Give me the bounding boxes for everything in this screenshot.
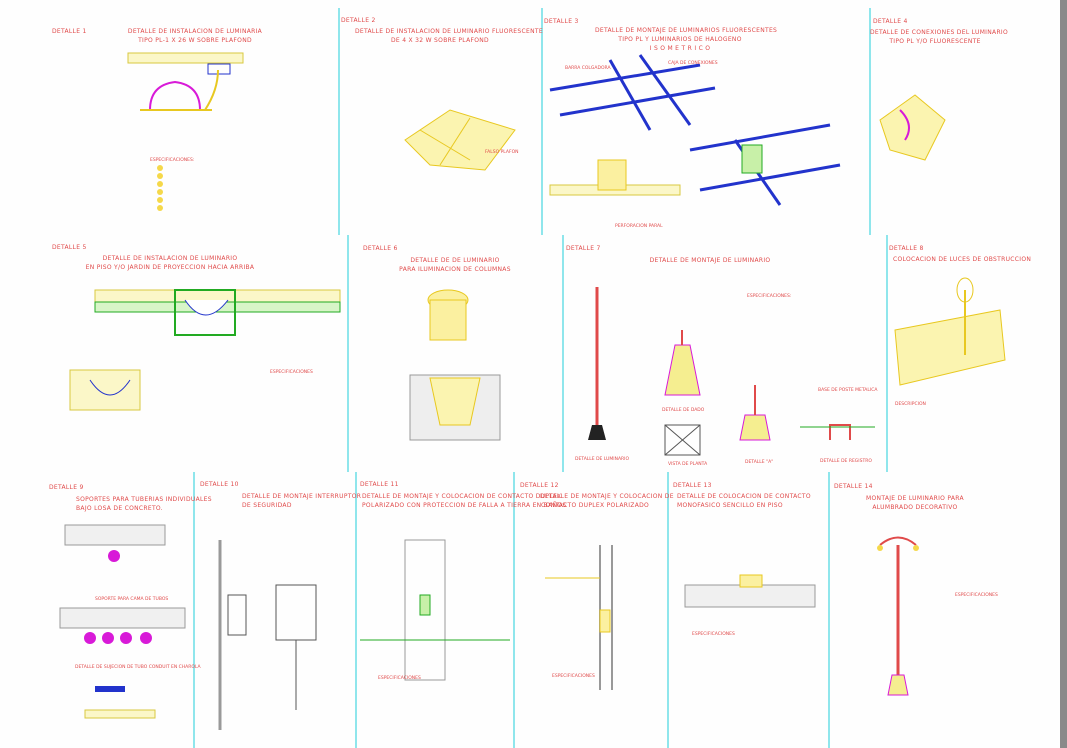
- detail-3-note: PERFORACION PARAL: [615, 224, 663, 229]
- detail-9-note: DETALLE DE SUJECION DE TUBO CONDUIT EN C…: [75, 665, 201, 670]
- panel-divider: [193, 472, 195, 748]
- detail-9-note: SOPORTE PARA CAMA DE TUBOS: [95, 597, 169, 602]
- detail-8-drawing: [894, 277, 1006, 386]
- detail-11-label: DETALLE 11: [360, 481, 399, 488]
- detail-10-drawing: [218, 540, 317, 730]
- detail-1-note: ESPECIFICACIONES:: [150, 158, 195, 163]
- detail-9-drawing: [59, 524, 186, 719]
- detail-11-note: ESPECIFICACIONES: [378, 676, 421, 681]
- detail-11-drawing: [360, 539, 510, 681]
- detail-3-label: DETALLE 3: [544, 18, 579, 25]
- detail-7-note: DETALLE "A": [745, 460, 774, 465]
- detail-7-note: DETALLE DE DADO: [662, 408, 705, 413]
- detail-7-note: ESPECIFICACIONES:: [747, 294, 792, 299]
- detail-1-drawing: [127, 52, 244, 211]
- detail-5-drawing: [69, 289, 341, 411]
- detail-12-label: DETALLE 12: [520, 482, 559, 489]
- detail-14-note: ESPECIFICACIONES: [955, 593, 998, 598]
- panel-divider: [541, 8, 543, 235]
- detail-3-note: BARRA COLGADORA: [565, 66, 611, 71]
- detail-7-drawing: [588, 287, 875, 456]
- detail-4-label: DETALLE 4: [873, 18, 908, 25]
- panel-divider: [562, 235, 564, 472]
- ceiling-slab: [127, 52, 244, 64]
- sheet-edge: [1060, 0, 1067, 748]
- panel-divider: [338, 8, 340, 235]
- detail-8-note: DESCRIPCION: [895, 402, 926, 407]
- panel-divider: [828, 472, 830, 748]
- detail-5-label: DETALLE 5: [52, 244, 87, 251]
- detail-7-note: DETALLE DE REGISTRO: [820, 459, 872, 464]
- detail-7-label: DETALLE 7: [566, 245, 601, 252]
- detail-7-note: VISTA DE PLANTA: [668, 462, 708, 467]
- detail-1-label: DETALLE 1: [52, 28, 87, 35]
- detail-13-label: DETALLE 13: [673, 482, 712, 489]
- detail-2-note: FALSO PLAFON: [485, 150, 519, 155]
- detail-7-note: BASE DE POSTE METALICA: [818, 388, 878, 393]
- detail-3-title: DETALLE DE MONTAJE DE LUMINARIOS FLUORES…: [595, 27, 778, 52]
- detail-6-drawing: [409, 289, 501, 441]
- detail-4-drawing: [879, 94, 946, 161]
- panel-divider: [355, 472, 357, 748]
- detail-10-label: DETALLE 10: [200, 481, 239, 488]
- detail-14-label: DETALLE 14: [834, 483, 873, 490]
- detail-3-drawing: [549, 54, 841, 206]
- detail-12-drawing: [545, 545, 613, 690]
- detail-2-drawing: [404, 109, 516, 171]
- concrete-base: [664, 344, 701, 396]
- detail-2-title: DETALLE DE INSTALACION DE LUMINARIO FLUO…: [355, 28, 543, 44]
- detail-12-note: ESPECIFICACIONES: [552, 674, 595, 679]
- detail-7-note: DETALLE DE LUMINARIO: [575, 457, 630, 462]
- panel-divider: [886, 235, 888, 472]
- detail-8-label: DETALLE 8: [889, 245, 924, 252]
- detail-3-note: CAJA DE CONEXIONES: [668, 61, 718, 66]
- detail-5-note: ESPECIFICACIONES: [270, 370, 313, 375]
- detail-14-drawing: [877, 536, 919, 696]
- detail-9-label: DETALLE 9: [49, 484, 84, 491]
- panel-divider: [347, 235, 349, 472]
- detail-8-title: COLOCACION DE LUCES DE OBSTRUCCION: [893, 256, 1032, 263]
- panel-divider: [513, 472, 515, 748]
- luminaire-housing: [149, 80, 201, 111]
- panel-divider: [869, 8, 871, 235]
- detail-11-title: DETALLE DE MONTAJE Y COLOCACION DE CONTA…: [362, 493, 567, 509]
- junction-box: [207, 63, 231, 75]
- detail-13-note: ESPECIFICACIONES: [692, 632, 735, 637]
- detail-13-drawing: [684, 574, 816, 608]
- detail-6-label: DETALLE 6: [363, 245, 398, 252]
- fluorescent-fixture: [404, 109, 516, 171]
- detail-7-title: DETALLE DE MONTAJE DE LUMINARIO: [649, 257, 771, 264]
- detail-2-label: DETALLE 2: [341, 17, 376, 24]
- panel-divider: [667, 472, 669, 748]
